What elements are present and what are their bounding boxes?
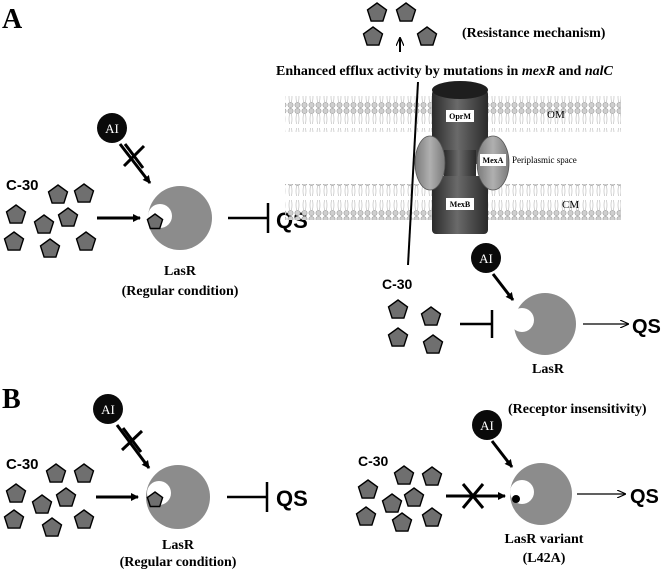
c30-pentagon-icon <box>421 507 443 527</box>
c30-pentagon-icon <box>387 299 409 319</box>
efflux-pathway-line <box>407 81 419 266</box>
c30-pentagon-icon <box>73 183 95 203</box>
c30-pentagon-group <box>3 463 95 537</box>
c30-pentagon-icon <box>33 214 55 234</box>
panel-a-letter: A <box>2 4 23 35</box>
periplasmic-space-label: Periplasmic space <box>512 155 577 165</box>
om-label: OM <box>547 109 565 121</box>
mexb-label: MexB <box>450 200 471 209</box>
c30-pentagon-icon <box>39 238 61 258</box>
effluxed-c30-group <box>362 2 438 46</box>
inhibition-bar-icon <box>228 203 270 233</box>
ai-molecule-icon: AI <box>97 113 127 143</box>
c30-pentagon-icon <box>3 509 25 529</box>
resistance-mechanism-note: (Resistance mechanism) <box>462 26 606 41</box>
l42a-mutation-icon <box>512 495 520 503</box>
c30-label: C-30 <box>6 177 39 194</box>
panel-a-left: AI C-30 LasR (Regular condition) <box>3 113 308 299</box>
c30-pentagon-icon <box>73 463 95 483</box>
receptor-insensitivity-note: (Receptor insensitivity) <box>508 402 647 417</box>
c30-pentagon-icon <box>47 184 69 204</box>
panel-b-right: (Receptor insensitivity) AI C-30 LasR <box>355 402 659 566</box>
svg-text:AI: AI <box>101 402 115 417</box>
lasr-mutation-label: (L42A) <box>523 551 566 566</box>
c30-label: C-30 <box>382 276 413 292</box>
blocked-cross-icon <box>122 143 146 169</box>
lasr-variant-label: LasR variant <box>505 532 584 547</box>
blocked-cross-icon <box>461 483 485 509</box>
c30-pentagon-icon <box>357 479 379 499</box>
c30-pentagon-icon <box>416 26 438 46</box>
panel-b-letter: B <box>2 384 21 415</box>
inhibition-bar-icon <box>227 482 269 512</box>
svg-text:AI: AI <box>105 121 119 136</box>
c30-pentagon-icon <box>55 487 77 507</box>
c30-pentagon-icon <box>403 487 425 507</box>
qs-label: QS <box>630 486 659 508</box>
c30-pentagon-icon <box>387 327 409 347</box>
c30-pentagon-icon <box>3 231 25 251</box>
c30-pentagon-icon <box>381 493 403 513</box>
c30-pentagon-icon <box>421 466 443 486</box>
c30-label: C-30 <box>358 453 389 469</box>
c30-pentagon-group <box>355 465 443 532</box>
lasr-label: LasR <box>162 538 195 553</box>
mexa-left-icon <box>414 135 446 191</box>
ai-molecule-icon: AI <box>472 410 502 440</box>
c30-pentagon-icon <box>355 506 377 526</box>
c30-pentagon-icon <box>362 26 384 46</box>
efflux-activity-text: Enhanced efflux activity by mutations in… <box>276 64 614 79</box>
c30-pentagon-icon <box>5 483 27 503</box>
panel-b-left: AI C-30 LasR (Regular condition) <box>3 394 308 569</box>
blocked-cross-icon <box>120 427 144 453</box>
c30-pentagon-icon <box>31 494 53 514</box>
lasr-receptor-icon <box>146 186 212 250</box>
mexa-label: MexA <box>483 156 504 165</box>
c30-pentagon-icon <box>73 509 95 529</box>
c30-pentagon-icon <box>366 2 388 22</box>
c30-pentagon-group <box>387 299 444 354</box>
ai-binding-arrow <box>491 273 515 301</box>
ai-molecule-icon: AI <box>471 243 501 273</box>
lasr-condition-label: (Regular condition) <box>120 555 237 569</box>
lasr-variant-receptor-icon <box>510 463 572 525</box>
ai-molecule-icon: AI <box>93 394 123 424</box>
c30-pentagon-icon <box>45 463 67 483</box>
c30-label: C-30 <box>6 456 39 473</box>
inhibition-bar-icon <box>460 310 494 338</box>
efflux-pump-icon: OprM MexA MexB <box>414 81 510 234</box>
c30-pentagon-icon <box>393 465 415 485</box>
c30-pentagon-icon <box>395 2 417 22</box>
qs-label: QS <box>276 486 308 511</box>
c30-pentagon-icon <box>422 334 444 354</box>
qs-label: QS <box>632 316 661 338</box>
ai-binding-arrow <box>118 143 152 184</box>
lasr-receptor-icon <box>510 293 576 355</box>
panel-a-right: (Resistance mechanism) OprM MexA MexB OM… <box>276 2 661 377</box>
oprm-label: OprM <box>449 112 471 121</box>
c30-pentagon-icon <box>5 204 27 224</box>
c30-pentagon-icon <box>420 306 442 326</box>
c30-pentagon-group <box>3 183 97 258</box>
c30-pentagon-icon <box>41 517 63 537</box>
lasr-label: LasR <box>532 362 565 377</box>
ai-binding-arrow <box>115 424 151 469</box>
svg-text:AI: AI <box>480 418 494 433</box>
lasr-label: LasR <box>164 264 197 279</box>
c30-pentagon-icon <box>391 512 413 532</box>
lasr-condition-label: (Regular condition) <box>122 284 239 299</box>
c30-pentagon-icon <box>57 207 79 227</box>
svg-text:AI: AI <box>479 251 493 266</box>
lasr-receptor-icon <box>146 465 210 529</box>
ai-binding-arrow <box>490 440 514 468</box>
cm-label: CM <box>562 199 579 211</box>
c30-pentagon-icon <box>75 231 97 251</box>
